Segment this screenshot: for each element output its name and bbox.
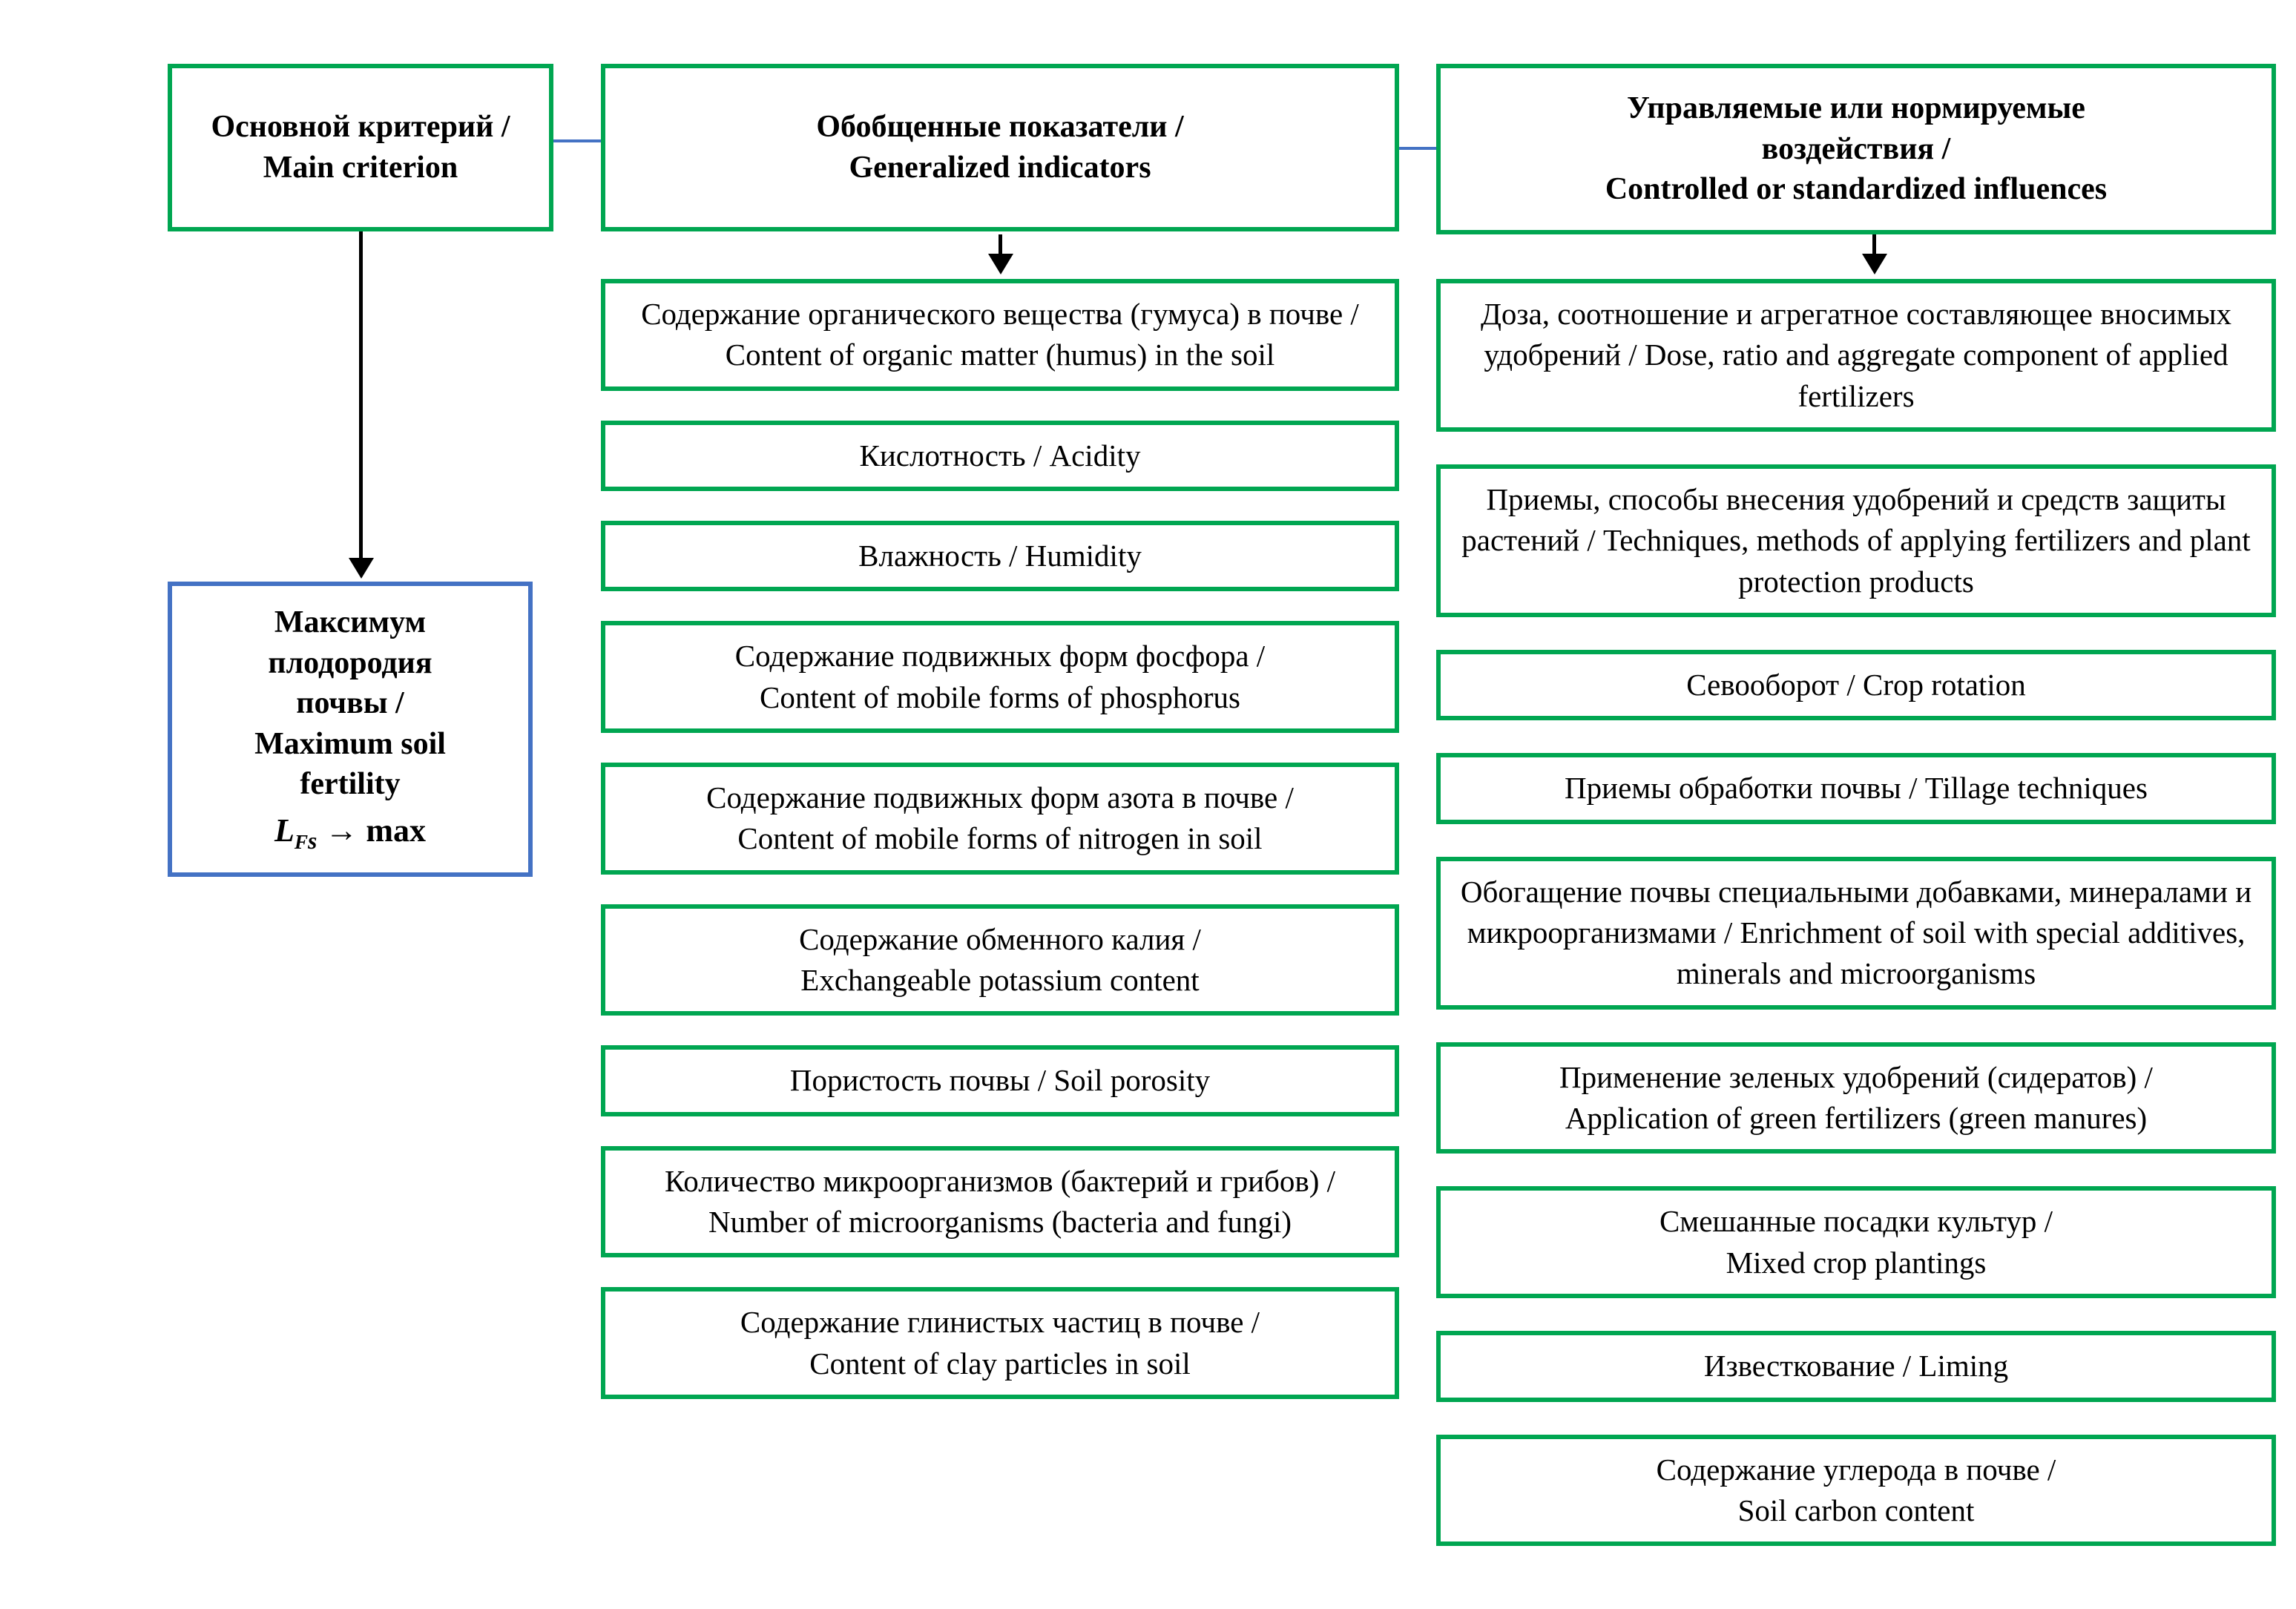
formula-subscript: F <box>294 830 309 853</box>
list-item: Известкование / Liming <box>1436 1331 2276 1402</box>
formula-variable: L <box>274 812 295 849</box>
arrow-line-criterion-to-goal <box>359 231 363 559</box>
list-item: Содержание органического вещества (гумус… <box>601 279 1399 391</box>
list-item: Доза, соотношение и агрегатное составляю… <box>1436 279 2276 432</box>
list-item-text: Смешанные посадки культур / Mixed crop p… <box>1659 1204 2053 1280</box>
list-item: Содержание углерода в почве / Soil carbo… <box>1436 1434 2276 1547</box>
list-item-text: Пористость почвы / Soil porosity <box>789 1063 1211 1098</box>
list-item-text: Содержание глинистых частиц в почве / Co… <box>740 1305 1260 1381</box>
list-item-text: Содержание подвижных форм фосфора / Cont… <box>734 639 1266 714</box>
list-item: Содержание глинистых частиц в почве / Co… <box>601 1287 1399 1400</box>
generalized-indicators-header-box: Обобщенные показатели / Generalized indi… <box>601 64 1399 231</box>
controlled-influences-header-box: Управляемые или нормируемые воздействия … <box>1436 64 2276 234</box>
list-item: Содержание подвижных форм азота в почве … <box>601 763 1399 875</box>
list-item: Смешанные посадки культур / Mixed crop p… <box>1436 1186 2276 1299</box>
list-item: Пористость почвы / Soil porosity <box>601 1045 1399 1116</box>
arrow-head-influences <box>1862 254 1887 274</box>
list-item: Приемы обработки почвы / Tillage techniq… <box>1436 753 2276 824</box>
maximum-soil-fertility-box: Максимум плодородия почвы / Maximum soil… <box>168 582 533 877</box>
list-item: Содержание подвижных форм фосфора / Cont… <box>601 621 1399 734</box>
list-item-text: Севооборот / Crop rotation <box>1686 668 2026 703</box>
arrow-line-indicators <box>999 234 1002 255</box>
list-item-text: Содержание органического вещества (гумус… <box>641 297 1359 372</box>
arrow-line-influences <box>1872 234 1876 255</box>
list-item-text: Влажность / Humidity <box>858 539 1142 573</box>
list-item-text: Приемы обработки почвы / Tillage techniq… <box>1565 771 2148 806</box>
list-item-text: Содержание обменного калия / Exchangeabl… <box>799 921 1201 998</box>
list-item-text: Применение зеленых удобрений (сидератов)… <box>1559 1059 2153 1136</box>
list-item: Влажность / Humidity <box>601 521 1399 592</box>
generalized-indicators-list: Содержание органического вещества (гумус… <box>601 279 1399 1400</box>
formula-sub-subscript: s <box>308 827 318 854</box>
connector-middle-to-right <box>1399 147 1436 150</box>
list-item-text: Кислотность / Acidity <box>859 438 1141 473</box>
list-item: Приемы, способы внесения удобрений и сре… <box>1436 464 2276 618</box>
arrow-head-criterion-to-goal <box>349 558 374 579</box>
arrow-head-indicators <box>988 254 1013 274</box>
goal-text: Максимум плодородия почвы / Maximum soil… <box>254 605 446 802</box>
list-item-text: Доза, соотношение и агрегатное составляю… <box>1480 297 2232 413</box>
list-item-text: Количество микроорганизмов (бактерий и г… <box>664 1163 1336 1240</box>
list-item: Применение зеленых удобрений (сидератов)… <box>1436 1042 2276 1154</box>
list-item-text: Обогащение почвы специальными добавками,… <box>1460 874 2252 991</box>
list-item: Севооборот / Crop rotation <box>1436 650 2276 721</box>
main-criterion-header-box: Основной критерий / Main criterion <box>168 64 553 231</box>
list-item-text: Приемы, способы внесения удобрений и сре… <box>1461 482 2251 599</box>
list-item: Обогащение почвы специальными добавками,… <box>1436 856 2276 1010</box>
connector-left-to-middle <box>553 139 601 142</box>
list-item-text: Содержание углерода в почве / Soil carbo… <box>1656 1452 2056 1527</box>
goal-formula: LFs → max <box>274 809 426 856</box>
controlled-influences-list: Доза, соотношение и агрегатное составляю… <box>1436 279 2276 1547</box>
list-item: Кислотность / Acidity <box>601 420 1399 492</box>
list-item: Количество микроорганизмов (бактерий и г… <box>601 1145 1399 1258</box>
formula-arrow-max: → max <box>317 812 427 849</box>
list-item-text: Содержание подвижных форм азота в почве … <box>706 780 1294 856</box>
list-item: Содержание обменного калия / Exchangeabl… <box>601 904 1399 1016</box>
list-item-text: Известкование / Liming <box>1703 1349 2009 1383</box>
